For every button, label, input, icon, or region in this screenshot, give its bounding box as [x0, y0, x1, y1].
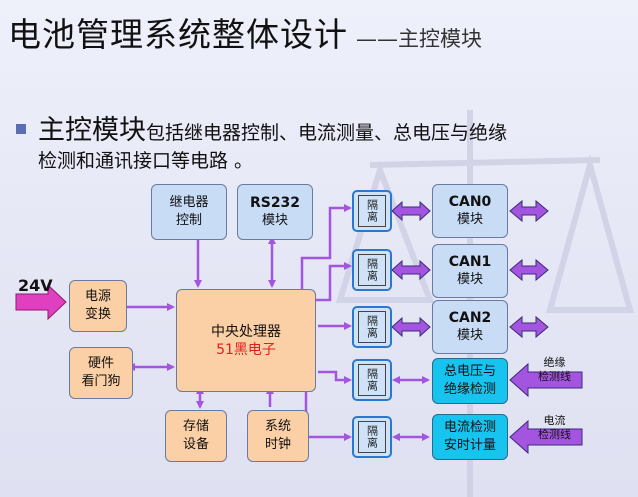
insulation-line1: 绝缘 — [543, 356, 566, 369]
title-dash: —— — [356, 27, 398, 51]
isolation-block-1: 隔离 — [352, 190, 392, 232]
power-conversion-box: 电源变换 — [69, 280, 127, 332]
current-line2: 安时计量 — [443, 438, 496, 453]
storage-device-box: 存储设备 — [165, 410, 227, 462]
cpu-brand: 51黑电子 — [216, 341, 276, 358]
cpu-label: 中央处理器 — [211, 323, 281, 340]
rs232-module-box: RS232 模块 — [237, 184, 313, 240]
input-24v-label: 24V — [18, 276, 53, 295]
voltage-insulation-box: 总电压与绝缘检测 — [432, 358, 508, 404]
watchdog-line1: 硬件 — [87, 356, 114, 371]
bullet-rest: 包括继电器控制、电流测量、总电压与绝缘 — [146, 122, 508, 144]
current-line1: 电流检测 — [443, 420, 496, 435]
isolation-label-3: 隔离 — [358, 311, 386, 343]
can2-line1: CAN2 — [448, 310, 492, 326]
power-line2: 变换 — [84, 307, 111, 322]
page-title: 电池管理系统整体设计 ——主控模块 — [8, 8, 482, 56]
title-subtitle: 主控模块 — [398, 27, 482, 51]
can2-line2: 模块 — [456, 328, 483, 343]
can1-line1: CAN1 — [448, 254, 492, 270]
current-measure-box: 电流检测安时计量 — [432, 414, 508, 460]
isolation-label-4: 隔离 — [358, 364, 386, 396]
watchdog-box: 硬件看门狗 — [69, 347, 133, 399]
bullet-lead: 主控模块 — [38, 115, 146, 146]
isolation-label-1: 隔离 — [358, 195, 386, 227]
bullet-text-line2: 检测和通讯接口等电路 。 — [38, 150, 254, 172]
relay-line1: 继电器 — [169, 195, 209, 210]
bullet-square-icon — [16, 124, 26, 134]
clock-line2: 时钟 — [264, 437, 291, 452]
insulation-line2: 检测线 — [538, 370, 571, 383]
relay-line2: 控制 — [175, 213, 202, 228]
isolation-block-2: 隔离 — [352, 249, 392, 291]
system-clock-box: 系统时钟 — [247, 410, 309, 462]
isolation-label-2: 隔离 — [358, 254, 386, 286]
storage-line2: 设备 — [182, 437, 209, 452]
power-line1: 电源 — [84, 289, 111, 304]
can0-line2: 模块 — [456, 212, 483, 227]
isolation-block-4: 隔离 — [352, 359, 392, 401]
storage-line1: 存储 — [182, 419, 209, 434]
watchdog-line2: 看门狗 — [81, 374, 121, 389]
voltage-line2: 绝缘检测 — [443, 382, 496, 397]
isolation-label-5: 隔离 — [358, 421, 386, 453]
title-main: 电池管理系统整体设计 — [8, 15, 348, 54]
clock-line1: 系统 — [264, 419, 291, 434]
isolation-block-3: 隔离 — [352, 306, 392, 348]
voltage-line1: 总电压与 — [443, 364, 496, 379]
can0-module-box: CAN0 模块 — [432, 184, 508, 238]
current-sense-line1: 电流 — [543, 414, 566, 427]
rs232-line1: RS232 — [249, 195, 301, 211]
bullet-text-line1: 主控模块包括继电器控制、电流测量、总电压与绝缘 — [38, 108, 507, 147]
current-sense-line2: 检测线 — [538, 428, 571, 441]
current-line-label: 电流检测线 — [538, 414, 571, 442]
can1-module-box: CAN1 模块 — [432, 244, 508, 298]
insulation-line-label: 绝缘检测线 — [538, 356, 571, 384]
relay-control-box: 继电器控制 — [151, 184, 227, 240]
rs232-line2: 模块 — [261, 213, 288, 228]
can2-module-box: CAN2 模块 — [432, 300, 508, 354]
can1-line2: 模块 — [456, 272, 483, 287]
isolation-block-5: 隔离 — [352, 416, 392, 458]
can0-line1: CAN0 — [448, 194, 492, 210]
